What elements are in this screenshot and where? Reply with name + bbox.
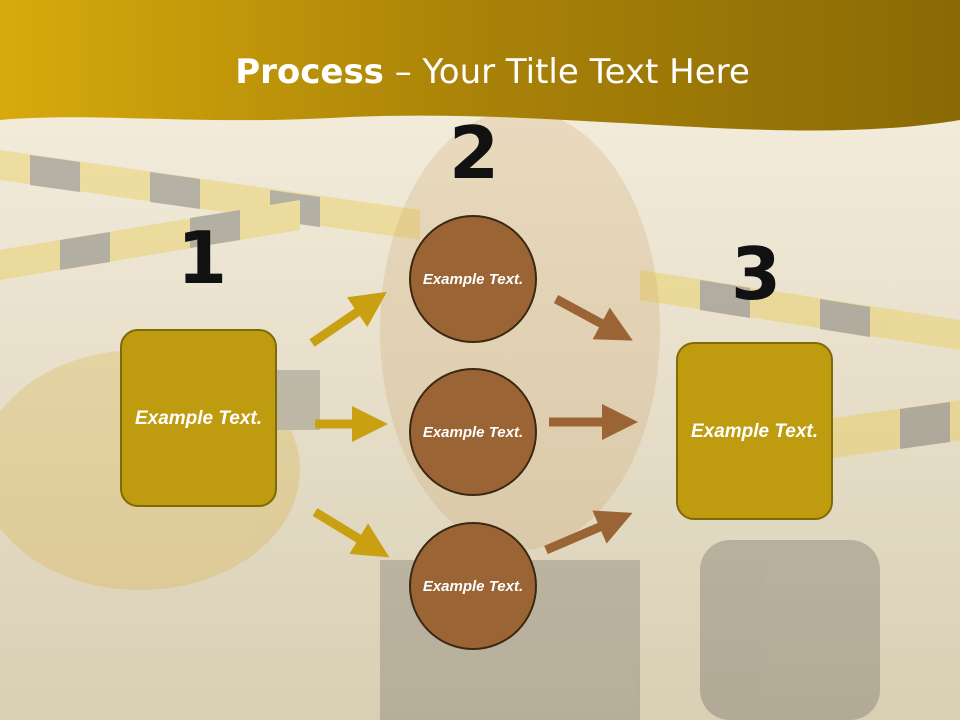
step-number-3: 3 [731,232,782,316]
process-box-3: Example Text. [676,342,833,520]
process-circle-3: Example Text. [409,522,537,650]
process-circle-1-text: Example Text. [422,270,524,288]
process-circle-3-text: Example Text. [422,577,524,595]
process-box-1-text: Example Text. [134,407,263,429]
step-number-1: 1 [177,216,228,300]
process-circle-2-text: Example Text. [422,423,524,441]
title-rest: – Your Title Text Here [383,52,750,92]
arrow-circle3-to-box3 [544,510,633,555]
arrow-box1-to-circle1 [309,291,387,347]
arrow-box1-to-circle3 [312,508,390,558]
arrow-circle1-to-box3 [553,295,633,341]
process-circle-2: Example Text. [409,368,537,496]
process-box-3-text: Example Text. [690,420,819,442]
process-circle-1: Example Text. [409,215,537,343]
step-number-2: 2 [449,111,500,195]
process-box-1: Example Text. [120,329,277,507]
slide-title: Process – Your Title Text Here [0,52,960,92]
title-bold: Process [235,52,384,92]
